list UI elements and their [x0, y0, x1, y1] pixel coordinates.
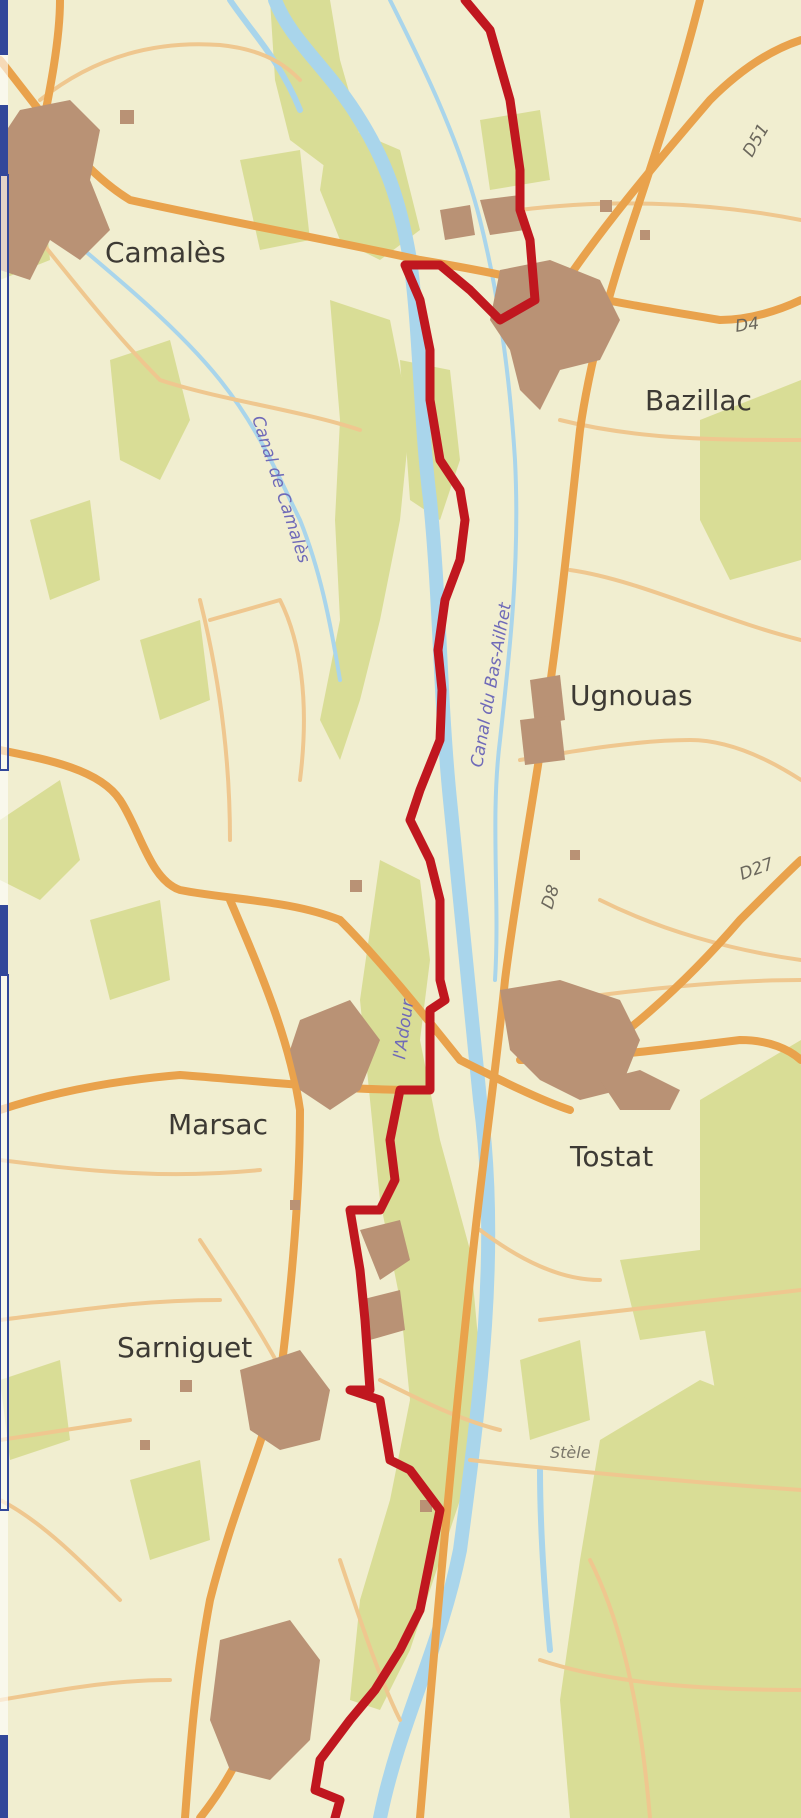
town-label-tostat: Tostat — [569, 1140, 653, 1173]
canal-bas-ailhet-line — [388, 0, 519, 982]
town-label-camales: Camalès — [105, 236, 226, 269]
town-label-sarniguet: Sarniguet — [117, 1331, 252, 1364]
adour-river — [268, 0, 496, 1818]
poi-labels: Stèle — [550, 1443, 591, 1462]
sidebar-frame — [0, 0, 9, 1818]
sidebar-tab-marker — [0, 1735, 8, 1818]
town-label-marsac: Marsac — [168, 1108, 268, 1141]
settlement-areas — [0, 100, 680, 1780]
town-label-bazillac: Bazillac — [645, 384, 752, 417]
town-label-ugnouas: Ugnouas — [570, 679, 693, 712]
poi-label-stele: Stèle — [550, 1443, 591, 1462]
sidebar-tab-marker — [0, 0, 8, 55]
hiking-route[interactable] — [310, 0, 540, 1818]
road-label-d4: D4 — [734, 314, 760, 337]
waterways — [58, 0, 553, 1818]
sidebar-tab-marker — [0, 105, 8, 175]
sidebar-tab-marker — [0, 905, 8, 975]
town-labels: Camalès Bazillac Ugnouas Marsac Tostat S… — [105, 236, 752, 1364]
canal-camales-line — [58, 228, 342, 682]
